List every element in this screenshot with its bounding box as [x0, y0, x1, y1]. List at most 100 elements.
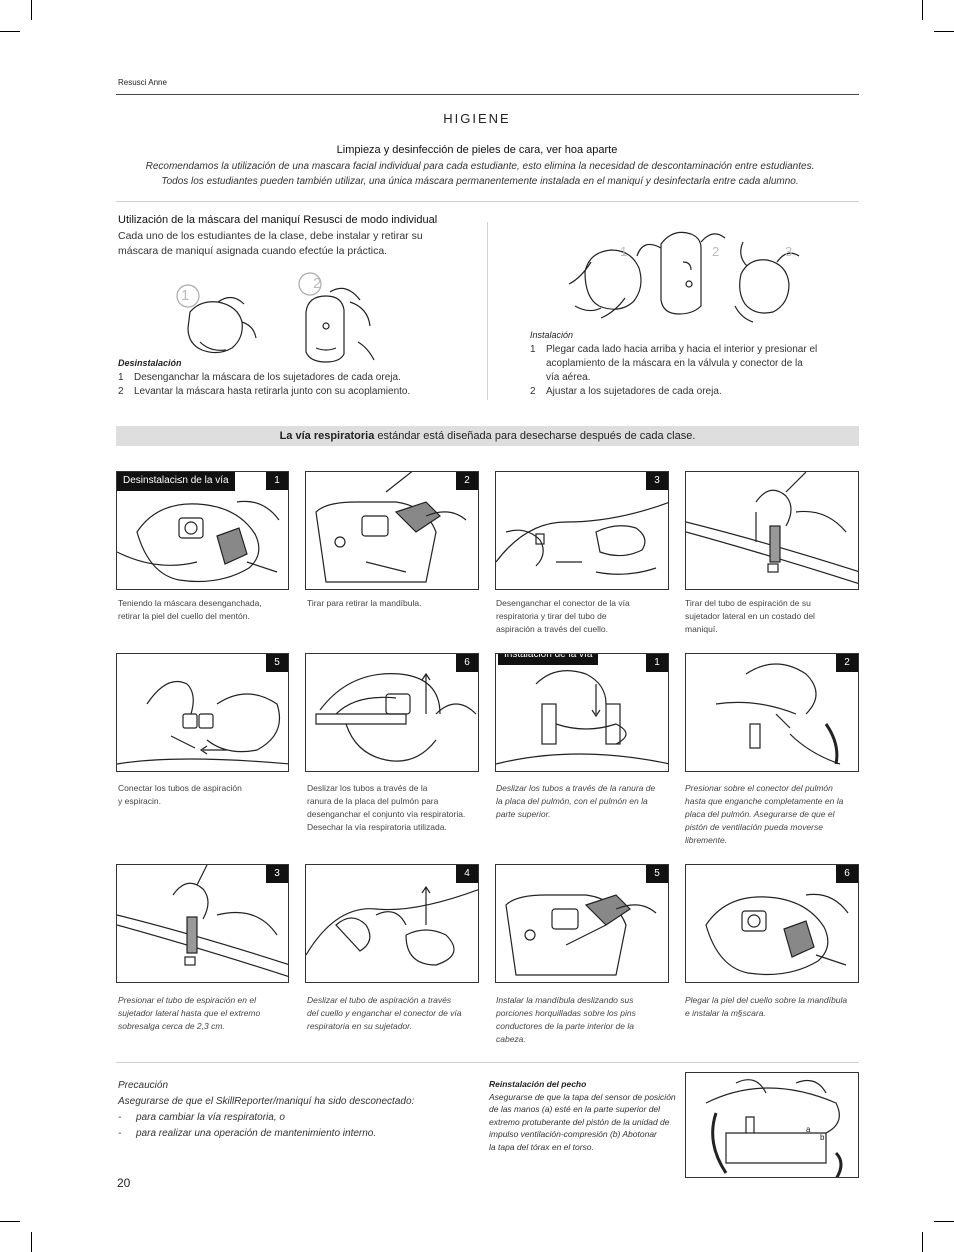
illustration-install-airway-1 — [496, 670, 668, 765]
crop-mark — [934, 1221, 954, 1222]
caption-line: pistón de ventilación pueda moverse — [685, 822, 823, 832]
cleaning-note-line: Recomendamos la utilización de una masca… — [145, 161, 815, 172]
caption-line: Presionar el tubo de espiración en el — [118, 995, 256, 1005]
step-panel: 2 — [305, 471, 479, 590]
step-panel: 3 — [495, 471, 669, 590]
airway-notice-text: estándar está diseñada para desecharse d… — [374, 430, 696, 442]
mask-installation-illustration — [568, 231, 800, 323]
mask-removal-illustration — [176, 272, 375, 363]
step-panel — [685, 471, 859, 590]
step-badge: 1 — [266, 472, 288, 490]
step-panel: Desinstalaci≤n de la vía 1 — [116, 471, 289, 590]
step-number: 1 — [118, 372, 124, 383]
step-number: 2 — [530, 386, 536, 397]
step-line: vía aérea. — [546, 372, 591, 383]
running-header: Resusci Anne — [118, 78, 167, 87]
caption-line: libremente. — [685, 835, 728, 845]
chest-line: extremo protuberante del pistón de la un… — [489, 1116, 670, 1127]
step-panel: 3 — [116, 864, 289, 983]
step-caption: Teniendo la máscara desenganchada, retir… — [118, 597, 288, 623]
crop-mark — [31, 0, 32, 20]
caption-line: respiratoria y tirar del tubo de — [496, 611, 607, 621]
step-text: Levantar la máscara hasta retirarla junt… — [134, 386, 411, 397]
caption-line: hasta que enganche completamente en la — [685, 796, 844, 806]
caption-line: Tirar del tubo de espiración de su — [685, 598, 811, 608]
illustration-chest-reinstall — [705, 1079, 843, 1177]
crop-mark — [934, 31, 954, 32]
step-text: Ajustar a los sujetadores de cada oreja. — [546, 386, 722, 397]
caption-line: porciones horquilladas sobre los pins — [496, 1008, 636, 1018]
step-caption: Deslizar los tubos a través de la ranura… — [496, 782, 666, 821]
step-caption: Deslizar los tubos a través de la ranura… — [307, 782, 477, 834]
illustration-install-airway-4 — [306, 885, 478, 966]
caption-line: sujetador lateral en un costado del — [685, 611, 815, 621]
step-number: 2 — [118, 386, 124, 397]
caption-line: Conectar los tubos de aspiración — [118, 783, 242, 793]
step-caption: Conectar los tubos de aspiración y espir… — [118, 782, 288, 808]
caption-line: retirar la piel del cuello del mentón. — [118, 611, 250, 621]
caution-title: Precaución — [118, 1080, 169, 1091]
chest-title: Reinstalación del pecho — [489, 1079, 587, 1089]
caption-line: Instalar la mandíbula deslizando sus — [496, 995, 634, 1005]
step-text: Plegar cada lado hacia arriba y hacia el… — [546, 343, 817, 385]
figure-number: 3 — [785, 244, 793, 259]
column-divider — [487, 222, 488, 400]
caption-line: sobresalga cerca de 2,3 cm. — [118, 1021, 225, 1031]
individual-mask-body: Cada uno de los estudiantes de la clase,… — [118, 229, 423, 259]
step-badge: 5 — [266, 654, 288, 672]
chest-line: impulso ventilación-compresión (b) Aboto… — [489, 1129, 657, 1139]
list-item: 2 Levantar la máscara hasta retirarla jun… — [118, 385, 478, 399]
caption-line: Deslizar los tubos a través de la ranura… — [496, 783, 656, 793]
list-item: 2 Ajustar a los sujetadores de cada orej… — [530, 385, 860, 399]
caption-line: Deslizar los tubos a través de la — [307, 783, 428, 793]
illustration-install-airway-3 — [117, 865, 288, 977]
caption-line: parte superior. — [496, 809, 551, 819]
step-caption: Desenganchar el conector de la vía respi… — [496, 597, 666, 636]
chest-line: Asegurarse de que la tapa del sensor de … — [489, 1091, 676, 1102]
figure-number: 1 — [620, 244, 628, 259]
step-caption: Presionar sobre el conector del pulmón h… — [685, 782, 855, 847]
crop-mark — [922, 1232, 923, 1252]
caption-line: conductores de la parte interior de la — [496, 1021, 634, 1031]
cleaning-note-line: Todos los estudiantes pueden también uti… — [161, 176, 799, 187]
caption-line: Tirar para retirar la mandíbula. — [307, 598, 422, 608]
caption-line: desenganchar el conjunto vía respiratori… — [307, 809, 466, 819]
illustration-install-airway-6 — [705, 893, 849, 976]
airway-notice-band: La vía respiratoria estándar está diseña… — [116, 426, 859, 446]
installation-title: Instalación — [530, 330, 574, 340]
crop-mark — [0, 1221, 20, 1222]
figure-number: 2 — [712, 244, 720, 259]
step-badge: 3 — [646, 472, 668, 490]
cleaning-heading: Limpieza y desinfección de pieles de car… — [336, 144, 618, 156]
step-badge: 1 — [646, 654, 668, 672]
step-number: 1 — [530, 344, 536, 355]
step-caption: Tirar del tubo de espiración de su sujet… — [685, 597, 855, 636]
caption-line: maniquí. — [685, 624, 718, 634]
step-panel: 4 — [305, 864, 479, 983]
step-badge: 4 — [456, 865, 478, 883]
step-panel: 6 — [305, 653, 479, 772]
step-badge: 2 — [836, 654, 858, 672]
caption-line: Plegar la piel del cuello sobre la mandí… — [685, 995, 848, 1005]
list-item: -para realizar una operación de mantenim… — [118, 1126, 468, 1142]
bullet: - — [118, 1112, 122, 1123]
illustration-install-airway-5 — [505, 894, 657, 976]
illustration-slide-tubes — [315, 672, 477, 762]
body-line: máscara de maniquí asignada cuando efect… — [118, 245, 388, 257]
chest-line: de las manos (a) esté en la parte superi… — [489, 1104, 661, 1114]
divider — [116, 1062, 859, 1063]
step-panel: 6 — [685, 864, 859, 983]
removal-title: Desinstalación — [118, 358, 182, 368]
step-badge: 5 — [646, 865, 668, 883]
crop-mark — [922, 0, 923, 20]
step-caption: Tirar para retirar la mandíbula. — [307, 597, 477, 610]
page-title: HIGIENE — [443, 111, 511, 126]
step-badge: 6 — [456, 654, 478, 672]
caption-line: Desenganchar el conector de la vía — [496, 598, 630, 608]
airway-notice-bold: La vía respiratoria — [279, 430, 375, 442]
illustration-airway-removal-1 — [117, 500, 280, 583]
chest-line: la tapa del tórax en el torso. — [489, 1141, 594, 1152]
caption-line: Desechar la vía respiratoria utilizada. — [307, 822, 447, 832]
step-caption: Presionar el tubo de espiración en el su… — [118, 994, 288, 1033]
step-badge: 6 — [836, 865, 858, 883]
